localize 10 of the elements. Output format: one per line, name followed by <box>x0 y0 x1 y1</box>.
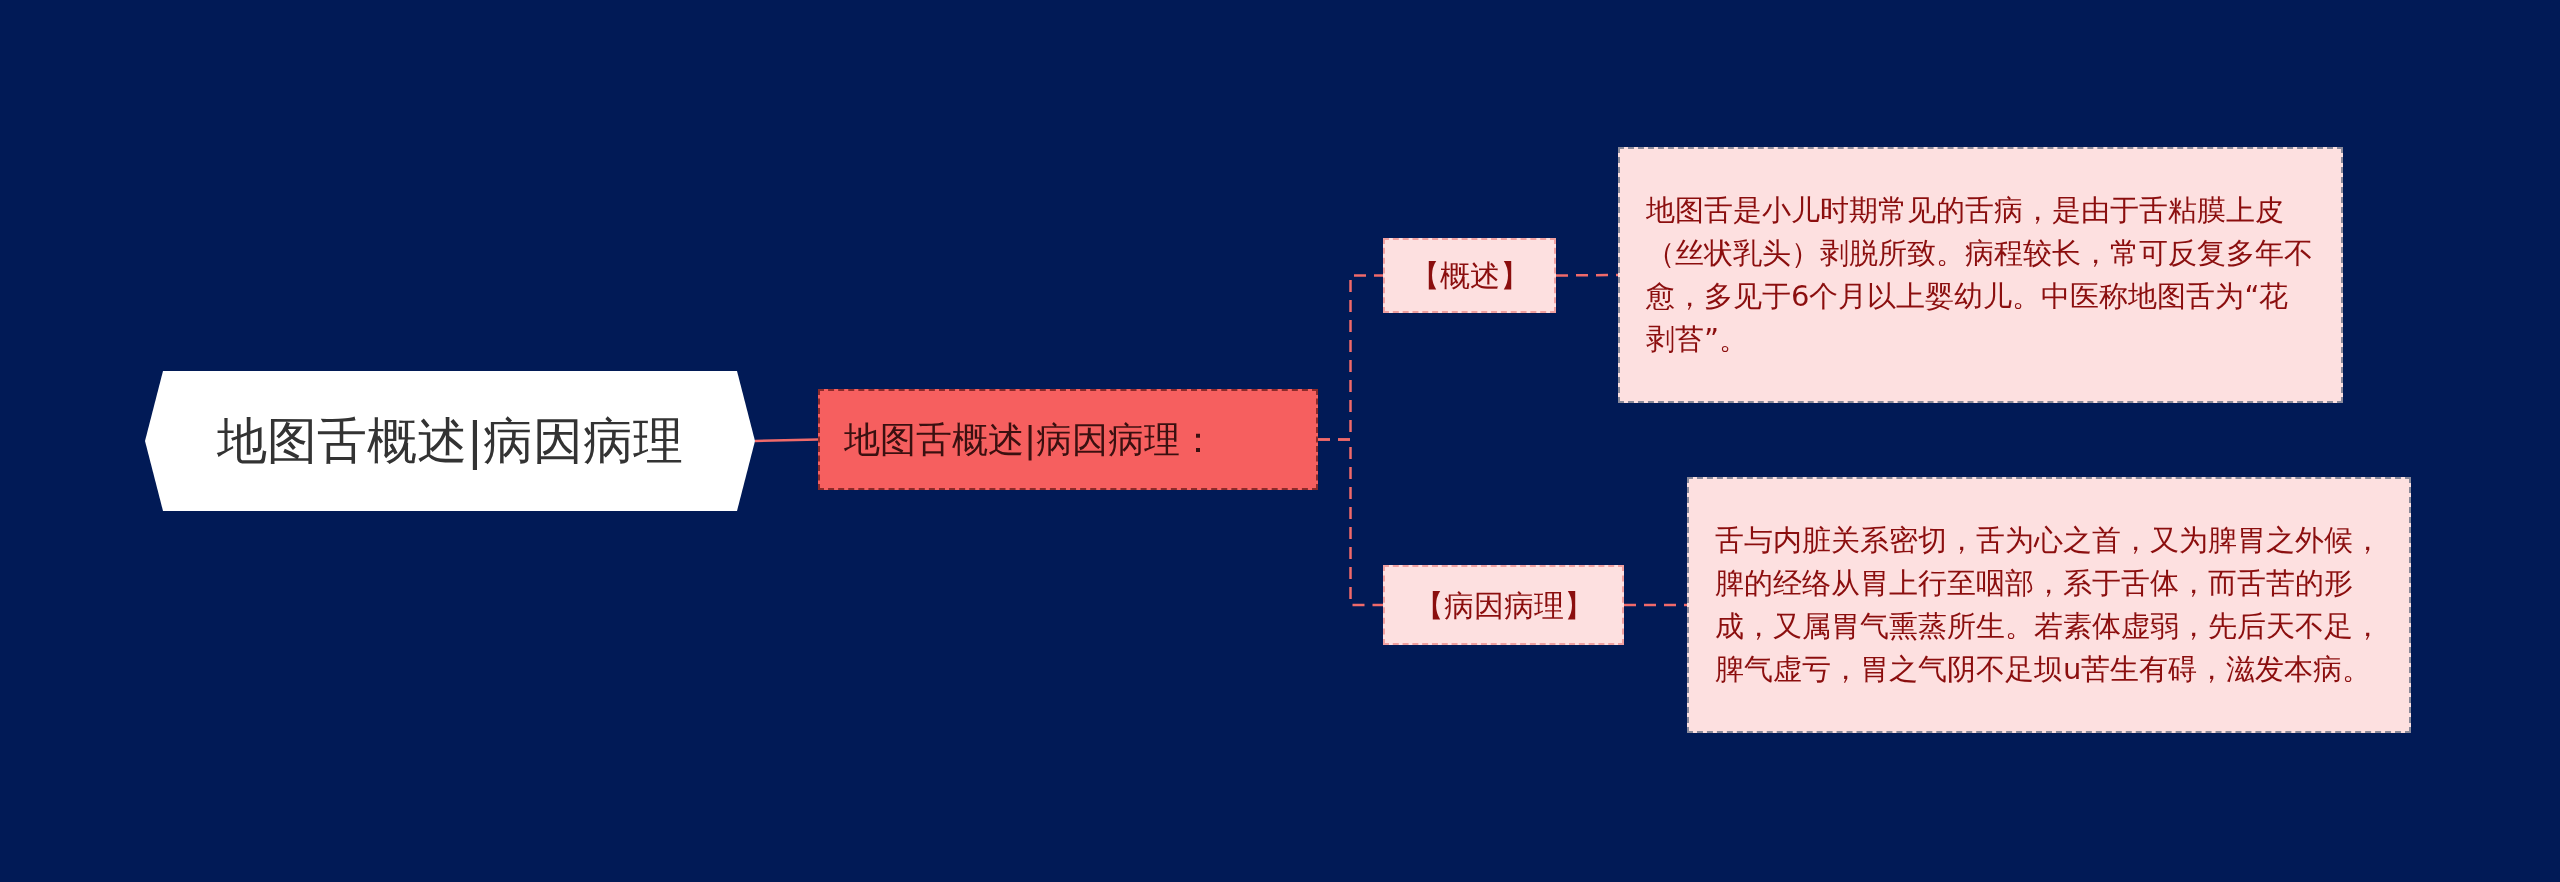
connector-line <box>1556 273 1618 277</box>
connector-line <box>1318 438 1383 607</box>
subtopic-box: 【病因病理】 <box>1383 565 1624 645</box>
connector-line <box>754 438 819 443</box>
text-box: 舌与内脏关系密切，舌为心之首，又为脾胃之外候，脾的经络从胃上行至咽部，系于舌体，而舌苦的形成，又属胃气熏蒸所生。若素体虚弱，先后天不足，脾气虚亏，胃之气阴不足坝u苦生有碍，滋发本病。 <box>1687 477 2411 733</box>
connector-line <box>1624 603 1687 607</box>
subtopic-box: 【概述】 <box>1383 238 1556 313</box>
topic-box: 地图舌概述|病因病理： <box>818 389 1318 490</box>
text-box: 地图舌是小儿时期常见的舌病，是由于舌粘膜上皮（丝状乳头）剥脱所致。病程较长，常可反复多年不愈，多见于6个月以上婴幼儿。中医称地图舌为“花剥苔”。 <box>1618 147 2343 403</box>
root-hexagon: 地图舌概述|病因病理 <box>145 371 755 511</box>
